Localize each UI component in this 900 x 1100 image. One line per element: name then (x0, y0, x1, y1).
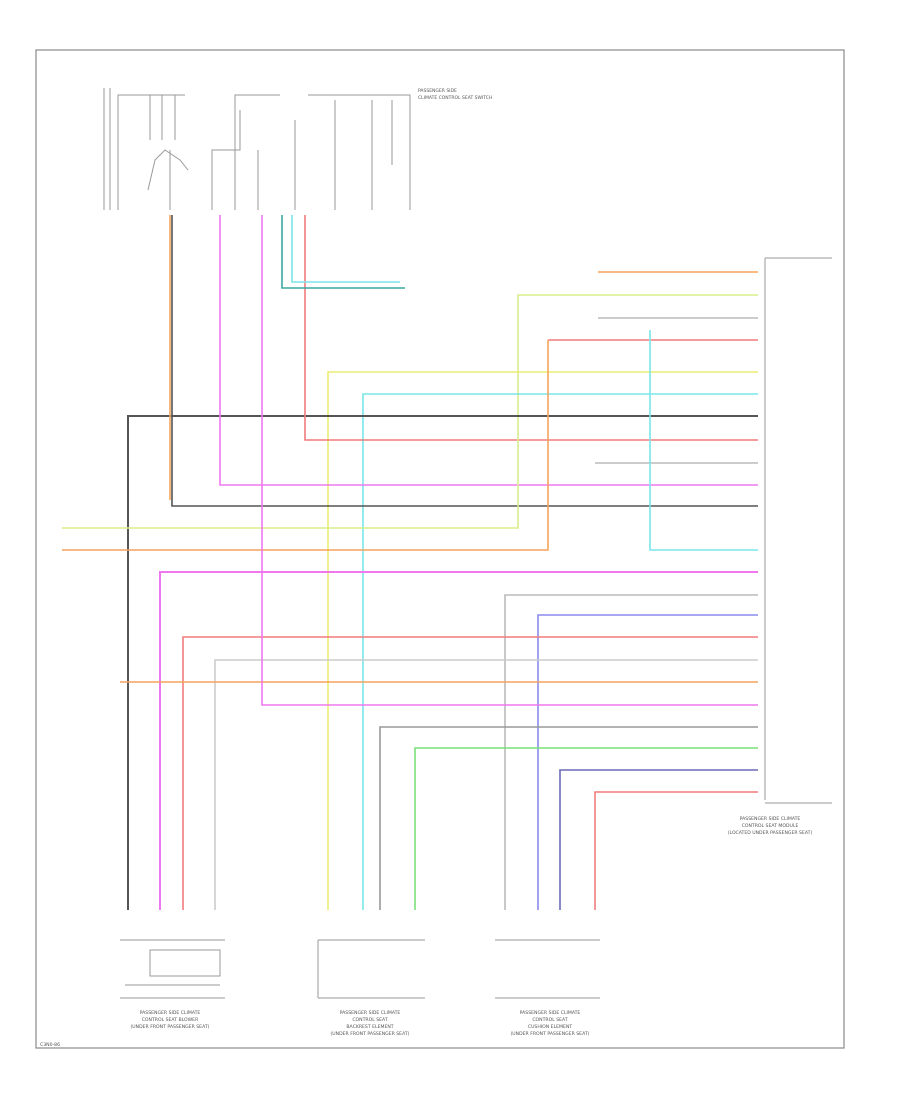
seat-module: PASSENGER SIDE CLIMATE CONTROL SEAT MODU… (728, 257, 832, 836)
wire-red-1 (304, 215, 758, 441)
blower-caption-3: (UNDER FRONT PASSENGER SEAT) (131, 1024, 210, 1030)
wire-yellow-left (62, 420, 519, 529)
wire-orange-left (62, 340, 549, 551)
diagram-frame (35, 49, 845, 1049)
wire-black-2 (171, 215, 758, 507)
wire-darkblue-1 (559, 769, 758, 910)
cushion-caption-1: PASSENGER SIDE CLIMATE (520, 1010, 581, 1016)
blower-caption-1: PASSENGER SIDE CLIMATE (140, 1010, 201, 1016)
cushion-caption-4: (UNDER FRONT PASSENGER SEAT) (511, 1031, 590, 1037)
seat-blower: PASSENGER SIDE CLIMATE CONTROL SEAT BLOW… (120, 939, 225, 1030)
switch-caption-line-2: CLIMATE CONTROL SEAT SWITCH (418, 95, 492, 101)
wire-cyan-top (291, 215, 400, 283)
wire-red-3 (594, 791, 758, 910)
seat-switch-block: PASSENGER SIDE CLIMATE CONTROL SEAT SWIT… (103, 88, 492, 210)
wire-blue-1 (537, 614, 758, 910)
module-caption-1: PASSENGER SIDE CLIMATE (740, 816, 801, 822)
wire-green-1 (414, 747, 758, 910)
wire-violet-3 (261, 215, 758, 706)
wire-cyan-2 (649, 330, 758, 551)
wire-teal-top (281, 215, 405, 289)
wire-violet-1 (219, 215, 758, 486)
switch-caption: PASSENGER SIDE CLIMATE CONTROL SEAT SWIT… (418, 88, 492, 101)
wire-cyan-1 (362, 393, 758, 910)
blower-caption-2: CONTROL SEAT BLOWER (142, 1017, 199, 1023)
backrest-caption-1: PASSENGER SIDE CLIMATE (340, 1010, 401, 1016)
module-caption-2: CONTROL SEAT MODULE (742, 823, 799, 829)
wire-black-1 (127, 415, 758, 910)
figure-code: C3N0-86 (40, 1042, 60, 1048)
module-caption-3: (LOCATED UNDER PASSENGER SEAT) (728, 830, 813, 836)
cushion-caption-2: CONTROL SEAT (532, 1017, 567, 1023)
backrest-caption-3: BACKREST ELEMENT (346, 1024, 393, 1030)
backrest-caption-4: (UNDER FRONT PASSENGER SEAT) (331, 1031, 410, 1037)
switch-caption-line-1: PASSENGER SIDE (418, 88, 457, 94)
wire-red-2 (182, 636, 758, 910)
wire-violet-2 (159, 571, 758, 910)
wire-yellowgreen-top (517, 294, 758, 420)
wires (62, 215, 758, 910)
cushion-element: PASSENGER SIDE CLIMATE CONTROL SEAT CUSH… (495, 939, 600, 1037)
cushion-caption-3: CUSHION ELEMENT (528, 1024, 572, 1030)
backrest-element: PASSENGER SIDE CLIMATE CONTROL SEAT BACK… (317, 939, 425, 1037)
wire-gray-3 (214, 659, 758, 910)
backrest-caption-2: CONTROL SEAT (352, 1017, 387, 1023)
wire-gray-2 (504, 594, 758, 910)
wire-gray-4 (379, 726, 758, 910)
wire-yellow-1 (327, 371, 758, 910)
